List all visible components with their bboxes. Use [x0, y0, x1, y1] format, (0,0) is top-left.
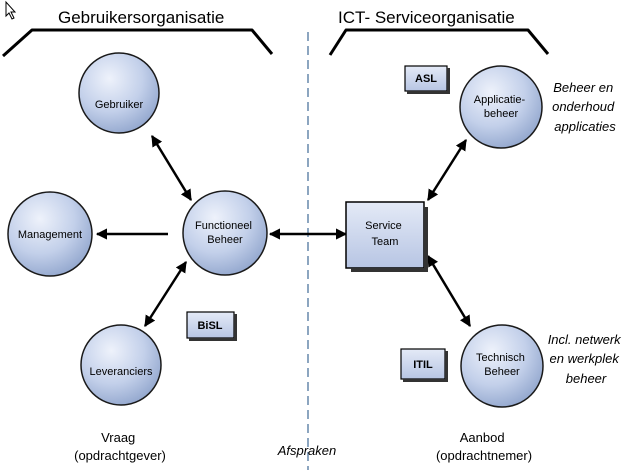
arrow-service-applicatie [426, 139, 468, 201]
arrow-service-technisch [426, 255, 472, 327]
node-service-team: Service Team [345, 201, 428, 272]
left-title-bracket [1, 28, 274, 58]
svg-text:Technisch Beheer: Technisch Beheer [476, 352, 528, 378]
caption-vraag: Vraag (opdrachtgever) [74, 430, 166, 463]
note-beheer-onderhoud: Beheer en onderhoud applicaties [552, 80, 618, 134]
title-gebruikersorganisatie: Gebruikersorganisatie [58, 8, 224, 27]
node-gebruiker: Gebruiker [78, 52, 160, 134]
mouse-cursor-icon [5, 0, 17, 20]
node-service-label-2: Team [372, 236, 399, 248]
badge-asl-label: ASL [415, 73, 437, 85]
svg-text:Service Team: Service Team [365, 220, 405, 248]
node-technisch-beheer: Technisch Beheer [460, 324, 544, 408]
caption-afspraken: Afspraken [277, 443, 337, 458]
node-applicatie-beheer: Applicatie- beheer [459, 65, 543, 149]
node-management-label: Management [18, 229, 82, 241]
badge-itil-label: ITIL [413, 359, 433, 371]
caption-aanbod: Aanbod (opdrachtnemer) [436, 430, 532, 463]
right-title-bracket [328, 28, 550, 56]
node-functioneel-label-2: Beheer [207, 234, 243, 246]
node-leveranciers-label: Leveranciers [90, 366, 153, 378]
node-service-label-1: Service [365, 220, 402, 232]
badge-bisl: BiSL [186, 311, 237, 341]
svg-text:Applicatie- beheer: Applicatie- beheer [474, 94, 528, 120]
svg-text:Functioneel Beheer: Functioneel Beheer [195, 220, 255, 246]
node-gebruiker-label: Gebruiker [95, 99, 144, 111]
badge-asl: ASL [404, 65, 450, 94]
node-leveranciers: Leveranciers [80, 324, 162, 406]
node-applicatie-label-2: beheer [484, 108, 519, 120]
arrow-gebruiker-functioneel [150, 135, 193, 201]
node-management: Management [7, 191, 93, 277]
badge-bisl-label: BiSL [197, 320, 222, 332]
badge-itil: ITIL [400, 348, 448, 382]
title-ict-serviceorganisatie: ICT- Serviceorganisatie [338, 8, 515, 27]
node-functioneel-beheer: Functioneel Beheer [182, 190, 268, 276]
node-technisch-label-2: Beheer [484, 366, 520, 378]
arrow-leveranciers-functioneel [143, 261, 188, 327]
node-technisch-label-1: Technisch [476, 352, 525, 364]
node-applicatie-label-1: Applicatie- [474, 94, 526, 106]
note-netwerk-werkplek: Incl. netwerk en werkplek beheer [548, 332, 625, 386]
node-functioneel-label-1: Functioneel [195, 220, 252, 232]
